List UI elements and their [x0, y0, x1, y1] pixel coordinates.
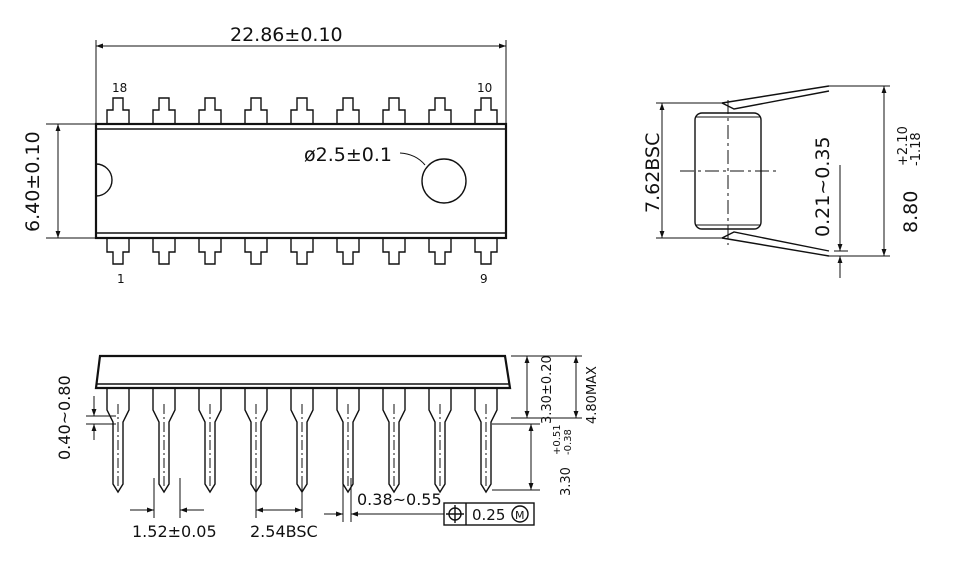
shoulder-width-dim-label: 1.52±0.05	[132, 522, 217, 541]
top-pin	[336, 97, 360, 125]
lead-lower-inner	[721, 231, 830, 252]
bottom-pin	[198, 237, 222, 265]
side-pin	[152, 388, 176, 494]
bottom-pin	[428, 237, 452, 265]
bottom-pin	[290, 237, 314, 265]
mounting-hole	[421, 158, 467, 204]
bottom-pin	[474, 237, 498, 265]
end-view: 7.62BSC 0.21~0.35 8.80 +2.10 -1.18	[642, 85, 924, 278]
top-pin	[474, 97, 498, 125]
body-height-dim-label: 3.30±0.20	[540, 355, 555, 424]
pin-18-label: 18	[112, 81, 127, 95]
package-body-top	[94, 122, 508, 240]
bottom-pin-row	[106, 237, 498, 265]
pitch-dim-label: 2.54BSC	[250, 522, 318, 541]
overall-tol-minus: -1.18	[909, 132, 924, 166]
width-dim-label: 6.40±0.10	[22, 131, 44, 232]
lead-thickness-dim-label: 0.21~0.35	[812, 136, 834, 237]
top-view: 22.86±0.10 ø2.5±0.1 6.40±0.10 18 10 1 9	[22, 24, 508, 286]
pin-10-label: 10	[477, 81, 492, 95]
lead-lower-outer	[721, 237, 830, 257]
side-pin-row	[106, 388, 498, 494]
side-pin	[382, 388, 406, 494]
top-pin	[382, 97, 406, 125]
side-pin	[428, 388, 452, 494]
lead-length-tol-minus: -0.38	[563, 429, 574, 455]
top-pin	[290, 97, 314, 125]
bottom-pin	[336, 237, 360, 265]
lead-upper-inner	[721, 90, 830, 110]
pin-1-label: 1	[117, 272, 125, 286]
hole-dim-label: ø2.5±0.1	[304, 144, 392, 166]
top-pin-row	[106, 97, 498, 125]
package-body-side	[94, 354, 512, 390]
top-pin	[244, 97, 268, 125]
side-pin	[336, 388, 360, 494]
bottom-pin	[106, 237, 130, 265]
shoulder-dim-label: 0.40~0.80	[55, 375, 74, 460]
mmc-modifier-icon	[511, 505, 529, 523]
top-pin	[152, 97, 176, 125]
feature-control-frame: 0.25 M	[443, 502, 535, 526]
max-height-dim-label: 4.80MAX	[585, 366, 600, 424]
bottom-pin	[152, 237, 176, 265]
top-pin	[198, 97, 222, 125]
length-dim-label: 22.86±0.10	[230, 24, 343, 46]
pin1-notch-icon	[95, 163, 113, 197]
top-pin	[428, 97, 452, 125]
position-tolerance-icon	[446, 505, 464, 523]
row-spacing-dim-label: 7.62BSC	[642, 133, 664, 213]
top-pin	[106, 97, 130, 125]
tolerance-value: 0.25	[472, 506, 505, 524]
lead-upper-outer	[721, 85, 830, 104]
lead-length-tol-plus: +0.51	[552, 424, 563, 455]
lead-width-dim-label: 0.38~0.55	[357, 490, 442, 509]
bottom-pin	[244, 237, 268, 265]
bottom-pin	[382, 237, 406, 265]
pin-9-label: 9	[480, 272, 488, 286]
overall-tol-plus: +2.10	[896, 126, 911, 166]
side-pin	[198, 388, 222, 494]
side-view: 0.40~0.80 3.30±0.20 4.80MAX 3.30 +0.51 -…	[55, 354, 600, 541]
lead-length-dim-label: 3.30	[559, 467, 574, 496]
overall-dim-label: 8.80	[900, 191, 922, 233]
side-pin	[474, 388, 498, 494]
tolerance-modifier: M	[515, 509, 525, 522]
side-pin	[106, 388, 130, 494]
hole-leader	[399, 152, 426, 166]
